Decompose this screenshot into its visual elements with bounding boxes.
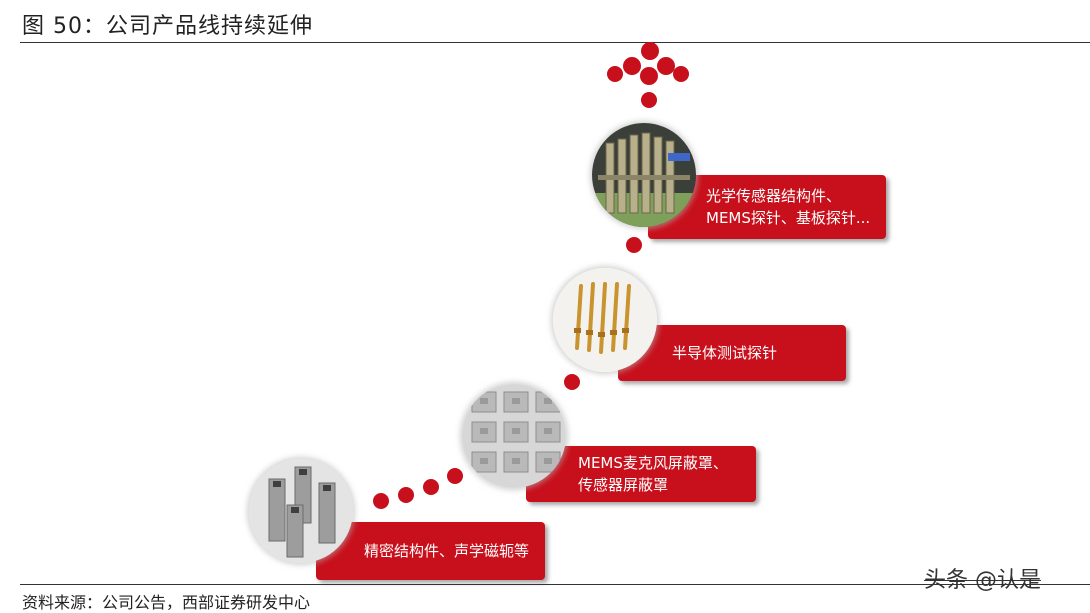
optical-structure-icon [592,123,696,227]
hollow-metal-tubes-icon [249,459,353,563]
connector-dot [626,237,642,253]
source-note: 资料来源：公司公告，西部证券研发中心 [22,593,311,612]
figure-title: 图 50：公司产品线持续延伸 [22,14,313,39]
connector-dot [641,92,657,108]
connector-dot [398,487,414,503]
stage-label: 精密结构件、声学磁轭等 [364,542,530,560]
cluster-dot [623,57,641,75]
cluster-dot [673,66,689,82]
cluster-dot [607,66,623,82]
stage-box-probe-pins: 半导体测试探针 [618,325,846,381]
connector-dot [564,374,580,390]
watermark: 头条 @认是 [924,568,1041,593]
connector-dot [423,479,439,495]
connector-dot [447,468,463,484]
cluster-dot [657,57,675,75]
stage-box-mems-shields: MEMS麦克风屏蔽罩、传感器屏蔽罩 [526,446,756,502]
stage-label: MEMS麦克风屏蔽罩、传感器屏蔽罩 [578,454,728,494]
connector-dot [373,493,389,509]
shield-cover-grid-icon [462,384,566,488]
gold-probe-pins-icon [553,268,657,372]
cluster-dot [641,42,659,60]
cluster-dot [640,67,658,85]
title-divider [20,42,1090,43]
stage-label: 半导体测试探针 [672,344,778,362]
stage-box-precision-parts: 精密结构件、声学磁轭等 [316,522,545,580]
stage-label: 光学传感器结构件、MEMS探针、基板探针... [706,187,871,227]
source-divider [20,584,1090,585]
